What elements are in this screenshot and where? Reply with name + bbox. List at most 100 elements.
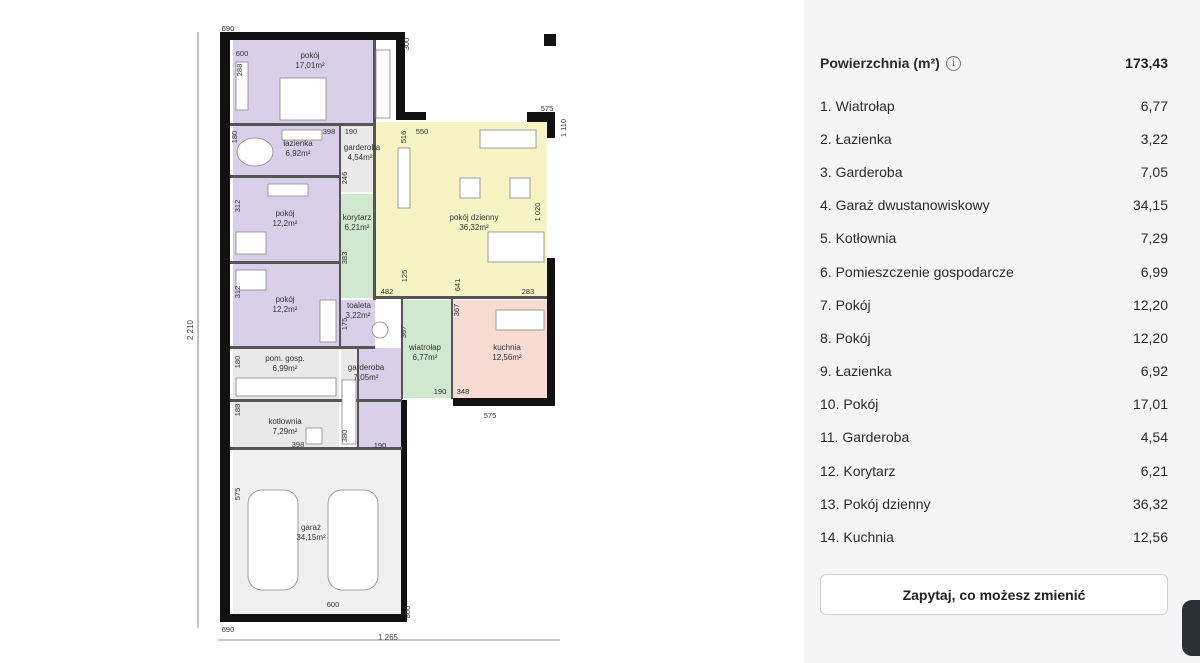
list-item: 6. Pomieszczenie gospodarcze 6,99: [820, 255, 1168, 288]
floor-plan: 2 210 1 265: [186, 24, 568, 642]
dim-641: 641: [453, 279, 462, 292]
area-garderoba-top: 4,54m²: [348, 153, 373, 162]
dim-1020: 1 020: [533, 203, 542, 222]
area-kuchnia: 12,56m²: [492, 353, 522, 362]
dim-482: 482: [381, 287, 394, 296]
area-korytarz: 6,21m²: [345, 223, 370, 232]
area-pokoj-low: 12,2m²: [273, 305, 298, 314]
dim-380: 380: [340, 430, 349, 443]
dim-125: 125: [400, 270, 409, 283]
dim-312-b: 312: [233, 286, 242, 299]
label-garderoba-top: garderoba: [344, 143, 381, 152]
area-garaz: 34,15m²: [296, 533, 326, 542]
dim-bottom-690: 690: [222, 625, 235, 634]
room-area: 6,21: [1140, 462, 1168, 479]
label-pokoj-low: pokój: [275, 295, 294, 304]
label-pokoj-top: pokój: [300, 51, 319, 60]
dim-1110: 1 110: [559, 119, 568, 137]
area-pokoj-top: 17,01m²: [295, 61, 325, 70]
room-name: 9. Łazienka: [820, 363, 892, 380]
dim-600-top: 600: [236, 49, 249, 58]
chat-widget-button[interactable]: [1182, 600, 1200, 656]
dim-575-top: 575: [541, 104, 554, 113]
label-garaz: garaż: [301, 523, 321, 532]
area-toaleta: 3,22m²: [346, 311, 371, 320]
dim-398-b: 398: [292, 440, 305, 449]
dim-550: 550: [416, 127, 429, 136]
room-area: 4,54: [1140, 429, 1168, 446]
label-wiatrolap: wiatrołap: [408, 343, 442, 352]
room-area: 34,15: [1132, 197, 1168, 214]
room-name: 8. Pokój: [820, 329, 871, 346]
list-item: 14. Kuchnia 12,56: [820, 520, 1168, 553]
room-area: 12,56: [1132, 529, 1168, 546]
area-wiatrolap: 6,77m²: [413, 353, 438, 362]
area-lazienka: 6,92m²: [286, 149, 311, 158]
label-kotlownia: kotłownia: [268, 417, 302, 426]
room-area: 12,20: [1132, 329, 1168, 346]
total-area-label: Powierzchnia (m²): [820, 55, 940, 71]
area-pokoj-dzienny: 36,32m²: [459, 223, 489, 232]
floor-plan-area: 2 210 1 265: [186, 24, 568, 642]
dim-575-bottom: 575: [484, 411, 497, 420]
room-name: 1. Wiatrołap: [820, 97, 895, 114]
room-area: 17,01: [1132, 396, 1168, 413]
dim-516: 516: [399, 131, 408, 144]
room-area: 6,99: [1140, 263, 1168, 280]
list-item: 1. Wiatrołap 6,77: [820, 89, 1168, 122]
list-item: 2. Łazienka 3,22: [820, 122, 1168, 155]
room-name: 14. Kuchnia: [820, 529, 894, 546]
list-item: 9. Łazienka 6,92: [820, 355, 1168, 388]
room-name: 5. Kotłownia: [820, 230, 897, 247]
total-area-label-group: Powierzchnia (m²) i: [820, 55, 961, 71]
room-name: 3. Garderoba: [820, 163, 903, 180]
room-name: 2. Łazienka: [820, 130, 892, 147]
ask-what-can-change-button[interactable]: Zapytaj, co możesz zmienić: [820, 574, 1168, 615]
dim-312-a: 312: [233, 200, 242, 213]
room-name: 10. Pokój: [820, 396, 879, 413]
label-pom-gosp: pom. gosp.: [265, 354, 305, 363]
room-area: 6,77: [1140, 97, 1168, 114]
dim-600-bottom: 600: [327, 600, 340, 609]
dim-175: 175: [340, 318, 349, 331]
dim-190-c: 190: [374, 441, 387, 450]
dim-top-690: 690: [222, 24, 235, 33]
dim-367-b: 367: [452, 304, 461, 317]
dim-180-b: 180: [233, 356, 242, 369]
room-name: 6. Pomieszczenie gospodarcze: [820, 263, 1014, 280]
area-garderoba-low: 7,05m²: [354, 373, 379, 382]
room-garderoba-strip: [359, 348, 401, 448]
dim-288: 288: [235, 64, 244, 77]
dim-188: 188: [233, 404, 242, 417]
dim-190-b: 190: [434, 387, 447, 396]
dim-side-2210: 2 210: [186, 319, 195, 340]
list-item: 10. Pokój 17,01: [820, 388, 1168, 421]
label-garderoba-low: garderoba: [348, 363, 385, 372]
room-name: 7. Pokój: [820, 296, 871, 313]
room-area: 6,92: [1140, 363, 1168, 380]
room-area: 7,05: [1140, 163, 1168, 180]
area-kotlownia: 7,29m²: [273, 427, 298, 436]
room-korytarz: [339, 194, 375, 298]
dim-575-garage: 575: [233, 488, 242, 501]
total-area-value: 173,43: [1125, 55, 1168, 71]
info-icon[interactable]: i: [945, 55, 961, 71]
total-area-row: Powierzchnia (m²) i 173,43: [820, 50, 1168, 76]
details-panel: Powierzchnia (m²) i 173,43 1. Wiatrołap 6…: [804, 0, 1200, 663]
room-name: 13. Pokój dzienny: [820, 495, 931, 512]
room-area: 3,22: [1140, 130, 1168, 147]
dim-283: 283: [522, 287, 535, 296]
dim-bottom-1265: 1 265: [378, 633, 399, 642]
label-korytarz: korytarz: [343, 213, 371, 222]
dim-800: 800: [403, 606, 412, 619]
area-pom-gosp: 6,99m²: [273, 364, 298, 373]
dim-367-a: 367: [399, 326, 408, 339]
room-wiatrolap: [403, 300, 451, 398]
dim-180-a: 180: [230, 131, 239, 144]
dim-300: 300: [402, 38, 411, 51]
label-lazienka: łazienka: [283, 139, 313, 148]
